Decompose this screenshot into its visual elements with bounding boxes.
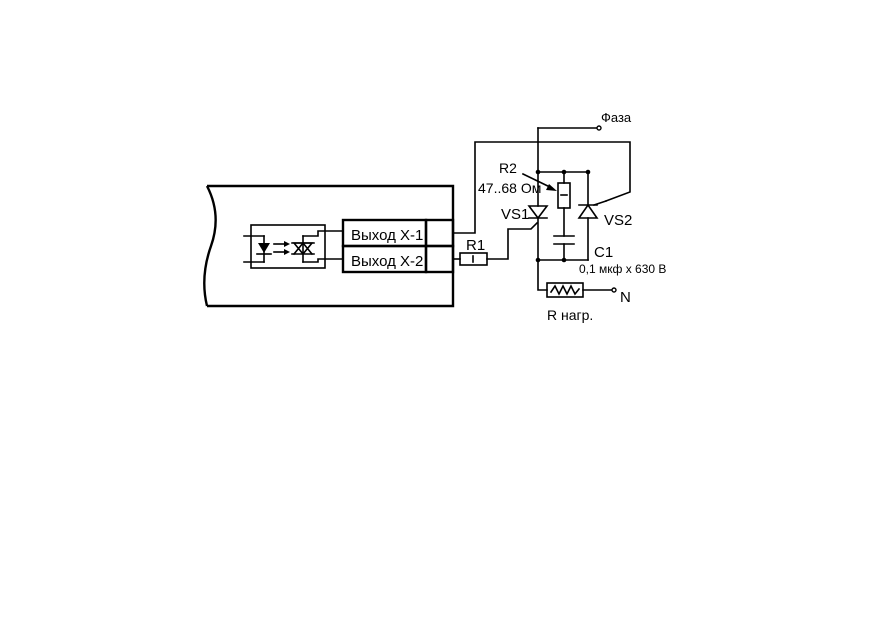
light-arrows: [273, 241, 290, 255]
r-load-label: R нагр.: [547, 307, 593, 323]
vs2-label: VS2: [604, 212, 632, 229]
output-x1-label: Выход X-1: [351, 227, 423, 244]
optocoupler-block: [243, 224, 344, 269]
c1-label: C1: [594, 244, 613, 261]
output-terminals: Выход X-1 Выход X-2: [341, 218, 455, 274]
opto-triac: [291, 230, 344, 263]
r2-resistor: [521, 172, 571, 209]
wires: [452, 127, 631, 291]
c1-value-label: 0,1 мкф x 630 В: [579, 262, 666, 276]
r2-label: R2: [499, 160, 517, 176]
terminal-x2: [424, 244, 455, 274]
c1-capacitor: [553, 235, 575, 245]
vs2-triac: [577, 199, 608, 219]
neutral-terminal: [611, 287, 617, 293]
terminal-x1: [424, 218, 455, 248]
vs1-label: VS1: [501, 206, 529, 223]
output-x2-label: Выход X-2: [351, 253, 423, 270]
junctions: [535, 169, 591, 263]
led-diode: [243, 235, 272, 263]
phase-label: Фаза: [601, 110, 632, 125]
vs1-triac: [527, 205, 549, 220]
neutral-label: N: [620, 289, 631, 306]
phase-terminal: [596, 125, 602, 131]
load-resistor: [546, 282, 584, 298]
r1-resistor: [459, 252, 488, 266]
r1-label: R1: [466, 237, 485, 254]
r2-value-label: 47..68 Ом: [478, 180, 541, 196]
